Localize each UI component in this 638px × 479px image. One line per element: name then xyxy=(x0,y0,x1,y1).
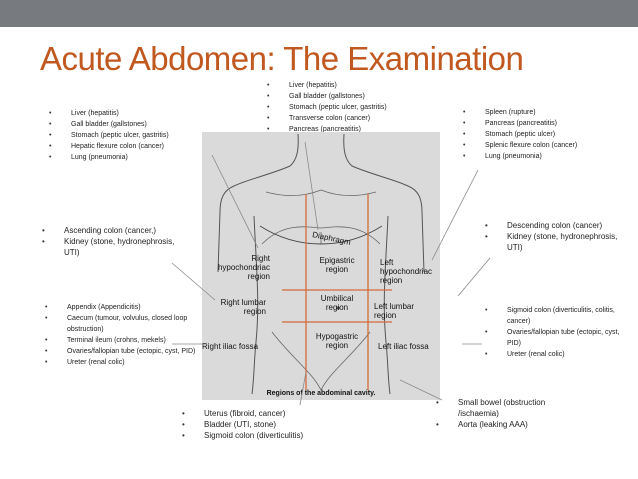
bottom-right-list: Small bowel (obstruction /ischaemia)Aort… xyxy=(436,397,586,430)
figure-caption: Regions of the abdominal cavity. xyxy=(266,390,376,397)
abdomen-figure: Diaphragm Right hypochondriac region Epi… xyxy=(202,132,440,400)
top-bar xyxy=(0,0,638,27)
list-item: Ascending colon (cancer,) xyxy=(42,225,192,236)
list-item: Ureter (renal colic) xyxy=(45,357,205,368)
label-umbilical: Umbilical region xyxy=(320,294,354,312)
list-item: Lung (pneumonia) xyxy=(49,152,169,163)
list-item: Aorta (leaking AAA) xyxy=(436,419,586,430)
list-item: Small bowel (obstruction /ischaemia) xyxy=(436,397,586,419)
upper-left-list: Liver (hepatitis)Gall bladder (gallstone… xyxy=(49,108,169,163)
pelvis-outline xyxy=(271,232,371,391)
upper-right-list: Spleen (rupture)Pancreas (pancreatitis)S… xyxy=(463,107,577,162)
label-left-iliac: Left iliac fossa xyxy=(378,342,429,351)
label-left-hypochondriac: Left hypochondriac region xyxy=(380,258,433,285)
list-item: Sigmoid colon (diverticulitis) xyxy=(182,430,332,441)
list-item: Stomach (peptic ulcer, gastritis) xyxy=(267,102,387,113)
list-item: Bladder (UTI, stone) xyxy=(182,419,332,430)
list-item: Splenic flexure colon (cancer) xyxy=(463,140,577,151)
label-hypogastric: Hypogastric region xyxy=(315,332,359,350)
left-mid-list: Ascending colon (cancer,)Kidney (stone, … xyxy=(42,225,192,258)
list-item: Kidney (stone, hydronephrosis, UTI) xyxy=(485,231,635,253)
torso-outline xyxy=(251,215,391,395)
slide-title: Acute Abdomen: The Examination xyxy=(40,40,524,77)
list-item: Lung (pneumonia) xyxy=(463,151,577,162)
leader-right-mid xyxy=(457,257,491,297)
list-item: Appendix (Appendicitis) xyxy=(45,302,205,313)
bottom-center-list: Uterus (fibroid, cancer)Bladder (UTI, st… xyxy=(182,408,332,441)
list-item: Uterus (fibroid, cancer) xyxy=(182,408,332,419)
list-item: Stomach (peptic ulcer, gastritis) xyxy=(49,130,169,141)
list-item: Ureter (renal colic) xyxy=(485,349,635,360)
label-epigastric: Epigastric region xyxy=(319,256,355,274)
list-item: Pancreas (pancreatitis) xyxy=(463,118,577,129)
list-item: Liver (hepatitis) xyxy=(49,108,169,119)
list-item: Pancreas (pancreatitis) xyxy=(267,124,387,135)
list-item: Transverse colon (cancer) xyxy=(267,113,387,124)
list-item: Spleen (rupture) xyxy=(463,107,577,118)
list-item: Kidney (stone, hydronephrosis, UTI) xyxy=(42,236,192,258)
list-item: Ovaries/fallopian tube (ectopic, cyst, P… xyxy=(45,346,205,357)
rib-outline xyxy=(261,226,381,245)
list-item: Stomach (peptic ulcer) xyxy=(463,129,577,140)
list-item: Ovaries/fallopian tube (ectopic, cyst, P… xyxy=(485,327,635,349)
right-mid-list: Descending colon (cancer)Kidney (stone, … xyxy=(485,220,635,253)
label-right-lumbar: Right lumbar region xyxy=(220,298,266,316)
lower-right-list: Sigmoid colon (diverticulitis, colitis, … xyxy=(485,305,635,360)
collarbone-outline xyxy=(265,189,377,196)
shoulder-outline xyxy=(217,133,425,273)
label-right-hypochondriac: Right hypochondriac region xyxy=(217,254,270,281)
lower-left-list: Appendix (Appendicitis)Caecum (tumour, v… xyxy=(45,302,205,368)
list-item: Gall bladder (gallstones) xyxy=(267,91,387,102)
list-item: Gall bladder (gallstones) xyxy=(49,119,169,130)
list-item: Descending colon (cancer) xyxy=(485,220,635,231)
label-right-iliac: Right iliac fossa xyxy=(202,342,259,351)
diaphragm-line xyxy=(259,225,383,245)
navel xyxy=(336,306,340,310)
list-item: Sigmoid colon (diverticulitis, colitis, … xyxy=(485,305,635,327)
label-left-lumbar: Left lumbar region xyxy=(374,302,415,320)
list-item: Terminal ileum (crohns, mekels) xyxy=(45,335,205,346)
list-item: Liver (hepatitis) xyxy=(267,80,387,91)
list-item: Hepatic flexure colon (cancer) xyxy=(49,141,169,152)
list-item: Caecum (tumour, volvulus, closed loop ob… xyxy=(45,313,205,335)
